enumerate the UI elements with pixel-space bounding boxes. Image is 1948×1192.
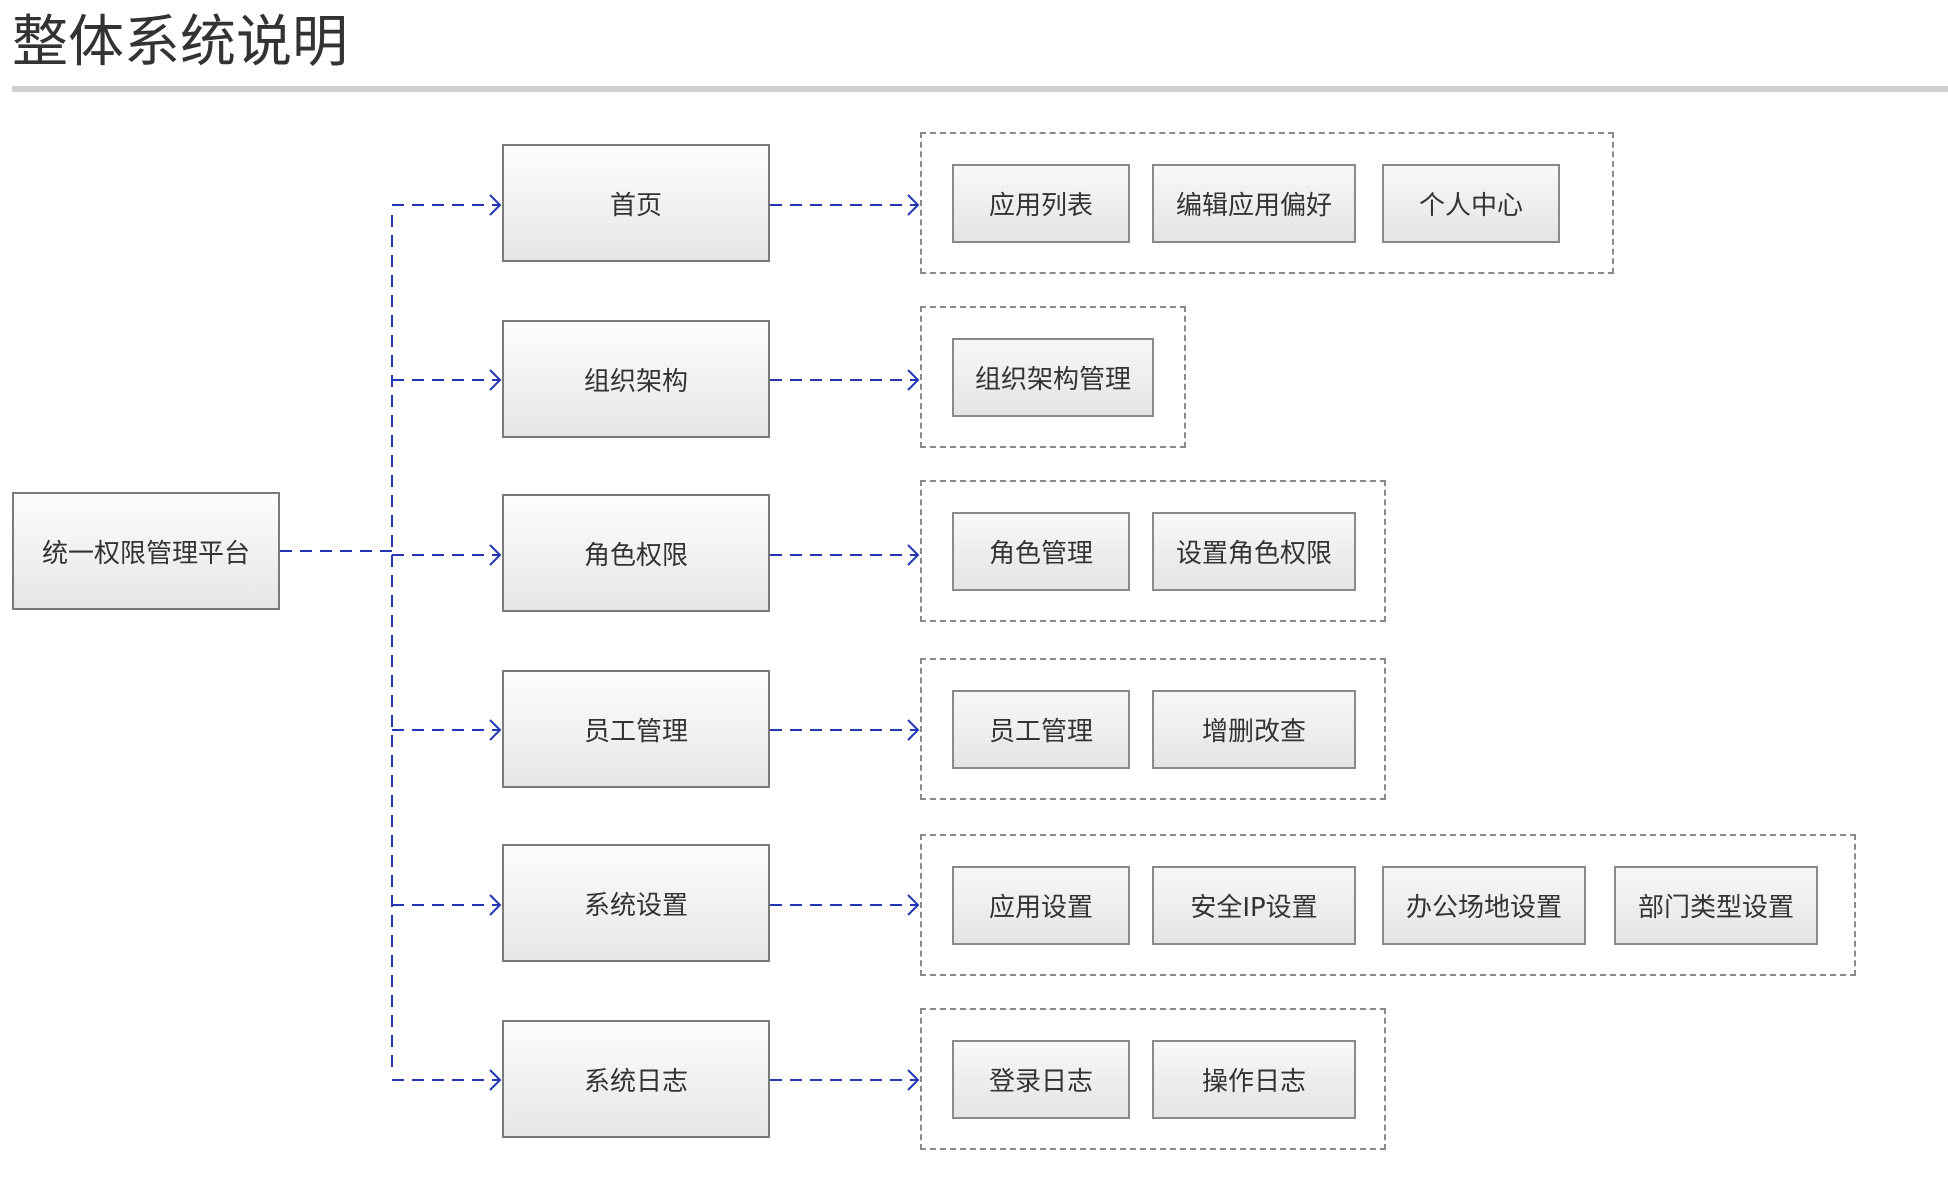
arrow-head-icon xyxy=(489,894,502,916)
sub-item-label: 设置角色权限 xyxy=(1175,539,1332,569)
arrow-head-icon xyxy=(489,719,502,741)
module-node-home: 首页 xyxy=(502,144,770,262)
page-title: 整体系统说明 xyxy=(12,10,348,75)
module-node-label: 组织架构 xyxy=(583,366,688,397)
arrow-head-icon xyxy=(907,1069,920,1091)
arrow-head-icon xyxy=(907,194,920,216)
sub-item-app-settings: 应用设置 xyxy=(952,866,1130,945)
arrow-head-icon xyxy=(489,369,502,391)
sub-item-label: 安全IP设置 xyxy=(1190,893,1318,923)
sub-item-label: 员工管理 xyxy=(988,717,1093,747)
sub-item-label: 操作日志 xyxy=(1201,1067,1306,1097)
group-logs xyxy=(920,1008,1386,1150)
group-organization xyxy=(920,306,1186,448)
arrow-head-icon xyxy=(907,894,920,916)
sub-item-crud: 增删改查 xyxy=(1152,690,1356,769)
sub-item-label: 个人中心 xyxy=(1418,191,1523,221)
sub-item-label: 编辑应用偏好 xyxy=(1175,191,1332,221)
sub-item-app-list: 应用列表 xyxy=(952,164,1130,243)
sub-item-login-log: 登录日志 xyxy=(952,1040,1130,1119)
sub-item-department-type-settings: 部门类型设置 xyxy=(1614,866,1818,945)
module-node-logs: 系统日志 xyxy=(502,1020,770,1138)
root-node: 统一权限管理平台 xyxy=(12,492,280,610)
module-node-label: 角色权限 xyxy=(583,540,688,571)
module-node-organization: 组织架构 xyxy=(502,320,770,438)
module-node-label: 系统日志 xyxy=(583,1066,688,1097)
title-divider xyxy=(12,86,1948,92)
sub-item-label: 登录日志 xyxy=(988,1067,1093,1097)
sub-item-label: 部门类型设置 xyxy=(1637,893,1794,923)
sub-item-label: 角色管理 xyxy=(988,539,1093,569)
sub-item-security-ip-settings: 安全IP设置 xyxy=(1152,866,1356,945)
sub-item-label: 组织架构管理 xyxy=(974,365,1131,395)
group-staff xyxy=(920,658,1386,800)
group-home xyxy=(920,132,1614,274)
arrow-head-icon xyxy=(907,719,920,741)
sub-item-label: 办公场地设置 xyxy=(1405,893,1562,923)
sub-item-operation-log: 操作日志 xyxy=(1152,1040,1356,1119)
arrow-head-icon xyxy=(489,544,502,566)
module-node-label: 首页 xyxy=(609,190,662,221)
group-settings xyxy=(920,834,1856,976)
module-node-label: 系统设置 xyxy=(583,890,688,921)
sub-item-org-management: 组织架构管理 xyxy=(952,338,1154,417)
sub-item-edit-app-preferences: 编辑应用偏好 xyxy=(1152,164,1356,243)
module-node-settings: 系统设置 xyxy=(502,844,770,962)
root-node-label: 统一权限管理平台 xyxy=(41,538,250,569)
module-node-staff: 员工管理 xyxy=(502,670,770,788)
sub-item-role-management: 角色管理 xyxy=(952,512,1130,591)
group-roles xyxy=(920,480,1386,622)
arrow-head-icon xyxy=(489,194,502,216)
sub-item-label: 应用列表 xyxy=(988,191,1093,221)
arrow-head-icon xyxy=(907,369,920,391)
sub-item-label: 增删改查 xyxy=(1201,717,1306,747)
arrow-head-icon xyxy=(489,1069,502,1091)
sub-item-staff-management: 员工管理 xyxy=(952,690,1130,769)
sub-item-office-location-settings: 办公场地设置 xyxy=(1382,866,1586,945)
sub-item-label: 应用设置 xyxy=(988,893,1093,923)
sub-item-set-role-permissions: 设置角色权限 xyxy=(1152,512,1356,591)
sub-item-personal-center: 个人中心 xyxy=(1382,164,1560,243)
module-node-roles: 角色权限 xyxy=(502,494,770,612)
arrow-head-icon xyxy=(907,544,920,566)
module-node-label: 员工管理 xyxy=(583,716,688,747)
